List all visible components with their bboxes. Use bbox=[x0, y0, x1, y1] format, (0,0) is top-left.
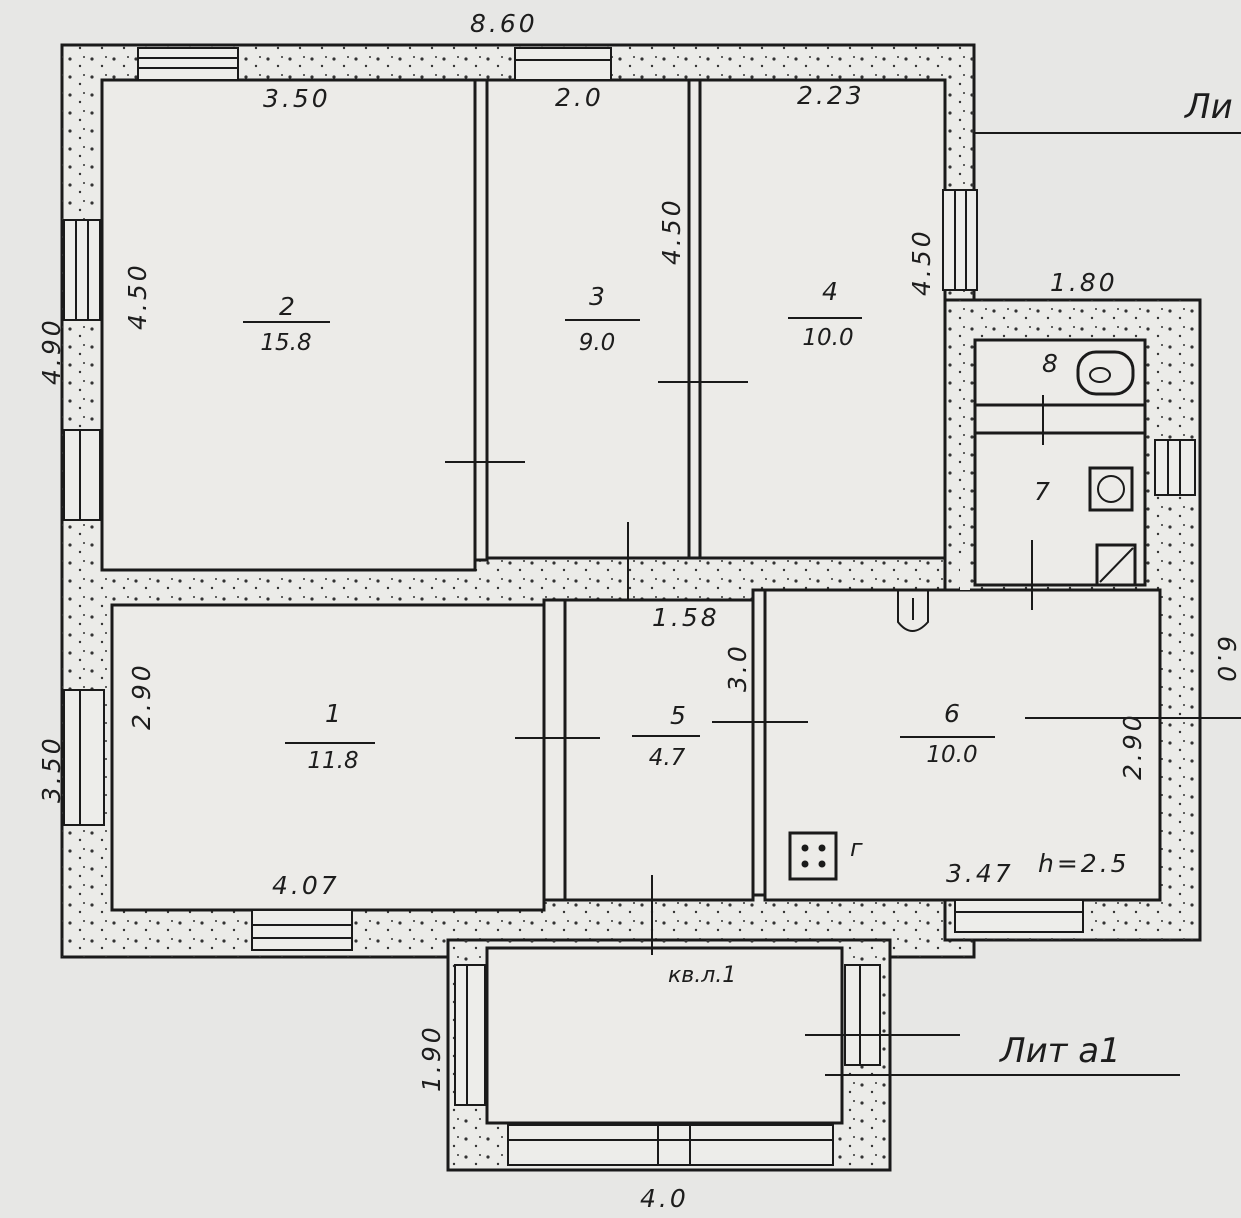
room3-width-label: 2.0 bbox=[555, 83, 604, 112]
stove-icon bbox=[788, 831, 838, 881]
room2-height-label: 4.50 bbox=[123, 262, 152, 330]
overall-left-upper-label: 4.90 bbox=[37, 317, 66, 385]
room1-width-label: 4.07 bbox=[272, 871, 340, 900]
room-number: 6 bbox=[944, 699, 960, 728]
porch-width-label: 4.0 bbox=[640, 1184, 689, 1213]
room-number: 3 bbox=[589, 282, 605, 311]
door-marks bbox=[445, 132, 1241, 1076]
room-area: 11.8 bbox=[307, 748, 358, 774]
room6-width-label: 3.47 bbox=[946, 859, 1014, 888]
partitions bbox=[473, 78, 1147, 902]
dimension-labels: 8.60 3.50 2.0 2.23 1.80 1.58 4.07 3.47 h… bbox=[37, 9, 1241, 1213]
room-area: 9.0 bbox=[579, 330, 616, 356]
sink-icon bbox=[1088, 466, 1134, 512]
room5-height-label: 3.0 bbox=[723, 643, 752, 692]
room-number: 5 bbox=[670, 701, 686, 730]
apartment-label: кв.л.1 bbox=[668, 963, 736, 988]
room6-height-label: 2.90 bbox=[1118, 712, 1147, 780]
room-interiors bbox=[100, 78, 1162, 912]
room-area: 15.8 bbox=[260, 330, 311, 356]
room4-height-label: 4.50 bbox=[907, 228, 936, 296]
room-fraction-lines bbox=[243, 317, 995, 744]
ceiling-height-label: h=2.5 bbox=[1038, 849, 1130, 878]
annex-width-label: 1.80 bbox=[1050, 268, 1118, 297]
room-number: 7 bbox=[1034, 477, 1050, 506]
room4-width-label: 2.23 bbox=[797, 81, 865, 110]
room2-width-label: 3.50 bbox=[263, 84, 331, 113]
fixtures bbox=[788, 350, 1137, 881]
annex-height-label: 6.0 bbox=[1212, 636, 1241, 685]
toilet-icon bbox=[1076, 350, 1135, 396]
annotations: кв.л.1 г Лит а1 Ли bbox=[668, 87, 1233, 1071]
liter-top-label: Ли bbox=[1183, 87, 1233, 127]
overall-width-label: 8.60 bbox=[470, 9, 538, 38]
stove-letter: г bbox=[850, 834, 863, 862]
room1-height-label: 2.90 bbox=[127, 662, 156, 730]
room-area: 4.7 bbox=[649, 745, 686, 771]
room-labels: 2 15.8 3 9.0 4 10.0 1 11.8 5 4.7 6 10.0 … bbox=[260, 277, 1058, 774]
porch-height-label: 1.90 bbox=[417, 1024, 446, 1092]
room5-width-label: 1.58 bbox=[652, 603, 720, 632]
room-number: 4 bbox=[822, 277, 838, 306]
room-number: 2 bbox=[279, 292, 295, 321]
room-number: 8 bbox=[1042, 349, 1058, 378]
room-area: 10.0 bbox=[802, 325, 853, 351]
room3-height-label: 4.50 bbox=[657, 197, 686, 265]
windows bbox=[63, 47, 1196, 1166]
room-number: 1 bbox=[325, 699, 341, 728]
liter-a1-label: Лит а1 bbox=[998, 1031, 1121, 1071]
room-area: 10.0 bbox=[926, 742, 977, 768]
overall-left-lower-label: 3.50 bbox=[37, 735, 66, 803]
